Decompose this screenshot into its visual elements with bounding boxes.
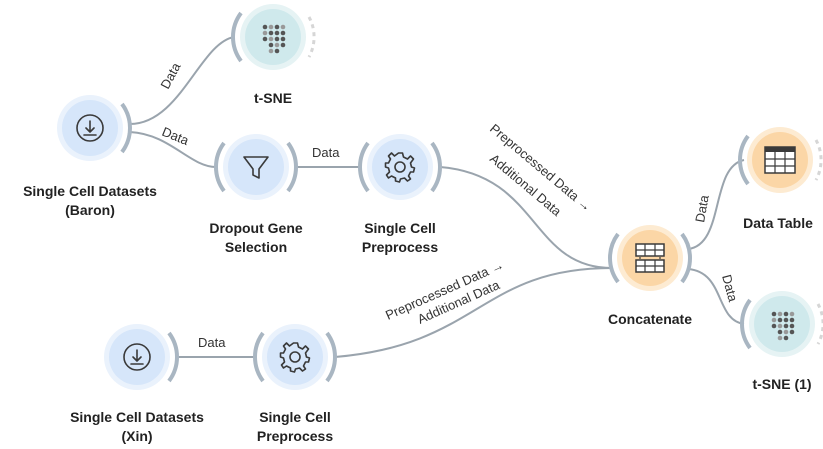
scatter-dots-icon: [771, 311, 795, 341]
input-port[interactable]: [253, 331, 265, 383]
download-icon: [76, 114, 104, 142]
output-port[interactable]: [325, 331, 337, 383]
node-label-dropout: Dropout Gene Selection: [209, 220, 303, 255]
edge-baron-dropout[interactable]: [129, 131, 217, 168]
edge-concatenate-tsne1[interactable]: [687, 268, 745, 325]
node-data-table[interactable]: [738, 127, 823, 193]
node-preprocess2[interactable]: [253, 324, 337, 390]
node-tsne1[interactable]: [740, 291, 823, 357]
input-port[interactable]: [608, 232, 620, 284]
node-dropout[interactable]: [214, 134, 298, 200]
gear-icon: [384, 152, 416, 183]
scatter-dots-icon: [262, 24, 286, 54]
funnel-icon: [243, 156, 269, 179]
edge-preprocess2-concatenate[interactable]: [334, 267, 613, 358]
input-port[interactable]: [740, 298, 752, 350]
input-port[interactable]: [214, 141, 226, 193]
output-port[interactable]: [167, 331, 179, 383]
input-port[interactable]: [738, 134, 750, 186]
edge-baron-tsne[interactable]: [129, 36, 235, 125]
node-label-tsne: t-SNE: [253, 90, 293, 106]
input-port[interactable]: [231, 11, 243, 63]
concatenate-table-icon: [635, 243, 665, 273]
output-port[interactable]: [286, 141, 298, 193]
node-label-concatenate: Concatenate: [607, 311, 693, 327]
download-icon: [123, 343, 151, 371]
node-label-data-table: Data Table: [743, 215, 813, 231]
node-label-tsne1: t-SNE (1): [752, 376, 812, 392]
node-tsne[interactable]: [231, 4, 316, 70]
gear-icon: [279, 342, 311, 373]
node-baron[interactable]: [57, 95, 132, 161]
node-label-xin: Single Cell Datasets (Xin): [70, 409, 204, 444]
edge-label-dropout-preprocess1: Data: [312, 145, 340, 160]
node-label-preprocess2: Single Cell Preprocess: [256, 409, 334, 444]
edge-preprocess1-concatenate[interactable]: [439, 166, 613, 269]
input-port[interactable]: [358, 141, 370, 193]
edge-label-baron-tsne: Data: [157, 59, 183, 91]
edge-label-concat-datatable: Data: [692, 193, 712, 223]
node-label-preprocess1: Single Cell Preprocess: [361, 220, 439, 255]
node-concatenate[interactable]: [608, 225, 692, 291]
table-icon: [764, 146, 796, 174]
edge-label-xin-preprocess2: Data: [198, 335, 226, 350]
node-xin[interactable]: [104, 324, 179, 390]
edge-label-concat-tsne1: Data: [719, 273, 741, 304]
output-port[interactable]: [680, 232, 692, 284]
edge-concatenate-datatable[interactable]: [687, 159, 745, 250]
node-label-baron: Single Cell Datasets (Baron): [23, 183, 157, 218]
node-preprocess1[interactable]: [358, 134, 442, 200]
edges: [129, 36, 745, 358]
edge-label-baron-dropout: Data: [160, 124, 192, 148]
output-port[interactable]: [430, 141, 442, 193]
output-port[interactable]: [120, 102, 132, 154]
